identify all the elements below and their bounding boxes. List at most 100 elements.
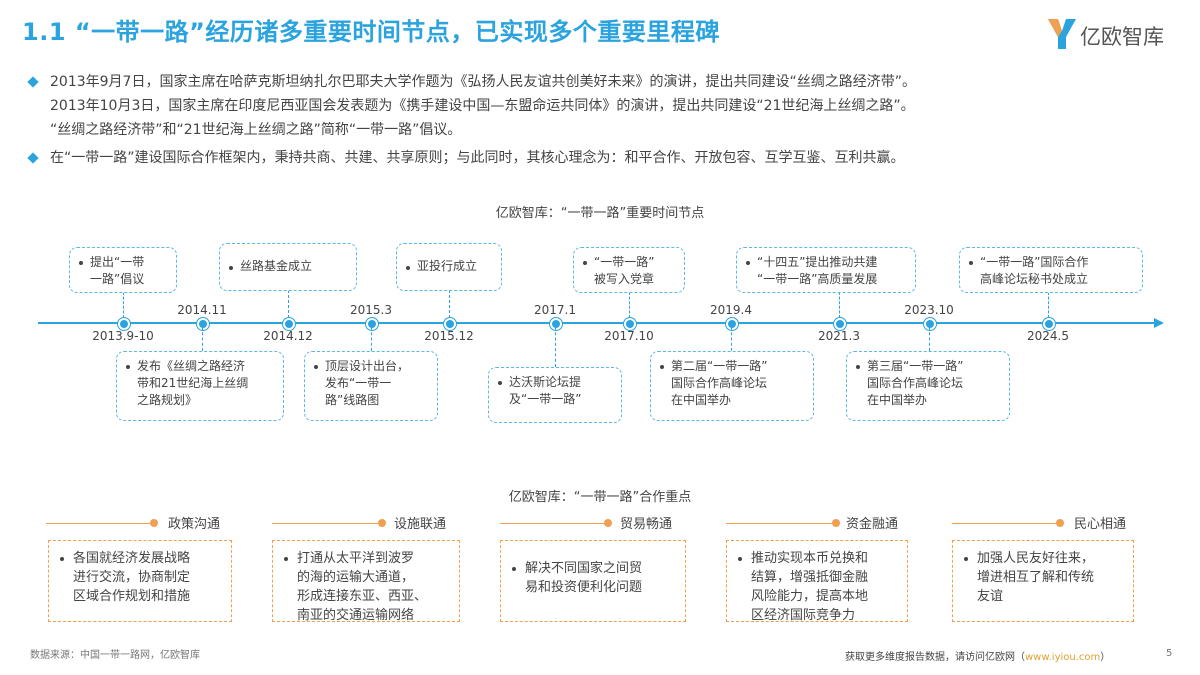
timeline-event-box: “一带一路”国际合作 高峰论坛秘书处成立: [959, 247, 1143, 293]
timeline-dot: [726, 318, 738, 330]
bullet-dot-icon: [964, 557, 968, 561]
event-text: 亚投行成立: [417, 259, 478, 273]
bullet-dot-icon: [856, 365, 860, 369]
bullet-line: 2013年10月3日，国家主席在印度尼西亚国会发表题为《携手建设中国—东盟命运共…: [50, 98, 915, 114]
bullet-dot-icon: [229, 266, 233, 270]
cooperation-title: 亿欧智库：“一带一路”合作重点: [508, 490, 692, 505]
coop-text: 解决不同国家之间贸 易和投资便利化问题: [525, 561, 643, 595]
website-link[interactable]: www.iyiou.com: [1025, 652, 1101, 663]
timeline-date: 2017.10: [604, 329, 654, 343]
page-number: 5: [1166, 648, 1173, 659]
event-text: 发布《丝绸之路经济 带和21世纪海上丝绸 之路规划》: [137, 359, 249, 407]
timeline-event-box: 第三届“一带一路” 国际合作高峰论坛 在中国举办: [846, 351, 1010, 421]
coop-header: 设施联通: [272, 513, 462, 533]
footer-cta: 获取更多维度报告数据，请访问亿欧网（www.iyiou.com）: [845, 648, 1110, 663]
event-connector: [555, 327, 556, 367]
bullet-dot-icon: [314, 365, 318, 369]
timeline-date: 2014.11: [177, 303, 227, 317]
diamond-bullet-icon: [27, 76, 39, 88]
event-connector: [123, 292, 124, 318]
bullet-dot-icon: [60, 557, 64, 561]
coop-dot-icon: [1056, 519, 1064, 527]
timeline-dot: [118, 318, 130, 330]
coop-dot-icon: [150, 519, 158, 527]
event-connector: [731, 327, 732, 351]
bullet-item: 2013年9月7日，国家主席在哈萨克斯坦纳扎尔巴耶夫大学作题为《弘扬人民友谊共创…: [27, 70, 1178, 142]
coop-box: 各国就经济发展战略 进行交流，协商制定 区域合作规划和措施: [48, 540, 232, 622]
bullet-dot-icon: [969, 261, 973, 265]
bullet-dot-icon: [512, 567, 516, 571]
bullet-line: “丝绸之路经济带”和“21世纪海上丝绸之路”简称“一带一路”倡议。: [50, 122, 462, 138]
coop-label: 设施联通: [394, 517, 447, 532]
bullet-line: 2013年9月7日，国家主席在哈萨克斯坦纳扎尔巴耶夫大学作题为《弘扬人民友谊共创…: [50, 74, 916, 90]
bullet-line: 在“一带一路”建设国际合作框架内，秉持共商、共建、共享原则；与此同时，其核心理念…: [50, 150, 905, 166]
bullet-dot-icon: [738, 557, 742, 561]
event-text: 顶层设计出台， 发布“一带一 路”线路图: [325, 359, 410, 407]
timeline-event-box: 丝路基金成立: [219, 243, 357, 291]
bullet-dot-icon: [746, 261, 750, 265]
coop-header: 贸易畅通: [500, 513, 688, 533]
timeline-date: 2019.4: [710, 303, 752, 317]
coop-divider: [500, 523, 608, 524]
event-text: “十四五”提出推动共建 “一带一路”高质量发展: [757, 255, 878, 286]
coop-box: 打通从太平洋到波罗 的海的运输大通道， 形成连接东亚、西亚、 南亚的交通运输网络: [272, 540, 460, 623]
coop-text: 加强人民友好往来， 增进相互了解和传统 友谊: [977, 551, 1095, 604]
event-connector: [371, 327, 372, 351]
timeline-date: 2015.3: [350, 303, 392, 317]
footer-cta-suffix: ）: [1100, 652, 1111, 663]
intro-bullets: 2013年9月7日，国家主席在哈萨克斯坦纳扎尔巴耶夫大学作题为《弘扬人民友谊共创…: [27, 70, 1178, 174]
timeline-event-box: 发布《丝绸之路经济 带和21世纪海上丝绸 之路规划》: [116, 351, 284, 421]
coop-label: 民心相通: [1074, 517, 1127, 532]
diamond-bullet-icon: [27, 152, 39, 164]
source-note: 数据来源：中国一带一路网，亿欧智库: [30, 650, 200, 661]
yiou-logo-icon: [1048, 19, 1076, 49]
timeline-date: 2014.12: [263, 329, 313, 343]
bullet-dot-icon: [660, 365, 664, 369]
logo-text: 亿欧智库: [1080, 25, 1164, 49]
timeline-event-box: “十四五”提出推动共建 “一带一路”高质量发展: [736, 247, 916, 293]
timeline-dot: [444, 318, 456, 330]
timeline-date: 2024.5: [1027, 329, 1069, 343]
timeline-event-box: 亚投行成立: [396, 243, 502, 291]
timeline-axis: [38, 322, 1156, 324]
timeline-date: 2013.9-10: [92, 329, 154, 343]
timeline-dot: [924, 318, 936, 330]
coop-text: 推动实现本币兑换和 结算，增强抵御金融 风险能力，提高本地 区经济国际竞争力: [751, 551, 869, 623]
event-text: “一带一路”国际合作 高峰论坛秘书处成立: [980, 255, 1089, 286]
timeline-date: 2023.10: [904, 303, 954, 317]
bullet-dot-icon: [284, 557, 288, 561]
event-text: 第三届“一带一路” 国际合作高峰论坛 在中国举办: [867, 359, 964, 407]
coop-text: 打通从太平洋到波罗 的海的运输大通道， 形成连接东亚、西亚、 南亚的交通运输网络: [297, 551, 428, 623]
event-text: 达沃斯论坛提 及“一带一路”: [509, 375, 582, 406]
footer-cta-prefix: 获取更多维度报告数据，请访问亿欧网（: [845, 652, 1025, 663]
event-connector: [929, 327, 930, 351]
coop-label: 政策沟通: [168, 517, 221, 532]
coop-label: 贸易畅通: [620, 517, 673, 532]
event-connector: [288, 290, 289, 318]
yiou-logo: 亿欧智库: [1046, 17, 1186, 53]
event-connector: [449, 290, 450, 318]
coop-divider: [46, 523, 154, 524]
timeline-dot: [834, 318, 846, 330]
timeline-dot: [197, 318, 209, 330]
timeline-event-box: 提出“一带 一路”倡议: [69, 247, 177, 293]
event-text: 提出“一带 一路”倡议: [90, 255, 145, 286]
event-connector: [1048, 292, 1049, 318]
timeline-event-box: 达沃斯论坛提 及“一带一路”: [488, 367, 622, 423]
event-text: 第二届“一带一路” 国际合作高峰论坛 在中国举办: [671, 359, 768, 407]
timeline-date: 2017.1: [534, 303, 576, 317]
event-connector: [202, 327, 203, 351]
timeline-dot: [1043, 318, 1055, 330]
timeline-dot: [624, 318, 636, 330]
coop-dot-icon: [378, 519, 386, 527]
coop-divider: [726, 523, 836, 524]
page-title: 1.1 “一带一路”经历诸多重要时间节点，已实现多个重要里程碑: [22, 18, 720, 46]
coop-label: 资金融通: [846, 517, 899, 532]
coop-box: 加强人民友好往来， 增进相互了解和传统 友谊: [952, 540, 1134, 622]
coop-divider: [952, 523, 1060, 524]
coop-box: 推动实现本币兑换和 结算，增强抵御金融 风险能力，提高本地 区经济国际竞争力: [726, 540, 908, 623]
bullet-dot-icon: [583, 261, 587, 265]
timeline-event-box: 第二届“一带一路” 国际合作高峰论坛 在中国举办: [650, 351, 814, 421]
coop-dot-icon: [832, 519, 840, 527]
event-text: 丝路基金成立: [240, 259, 313, 273]
